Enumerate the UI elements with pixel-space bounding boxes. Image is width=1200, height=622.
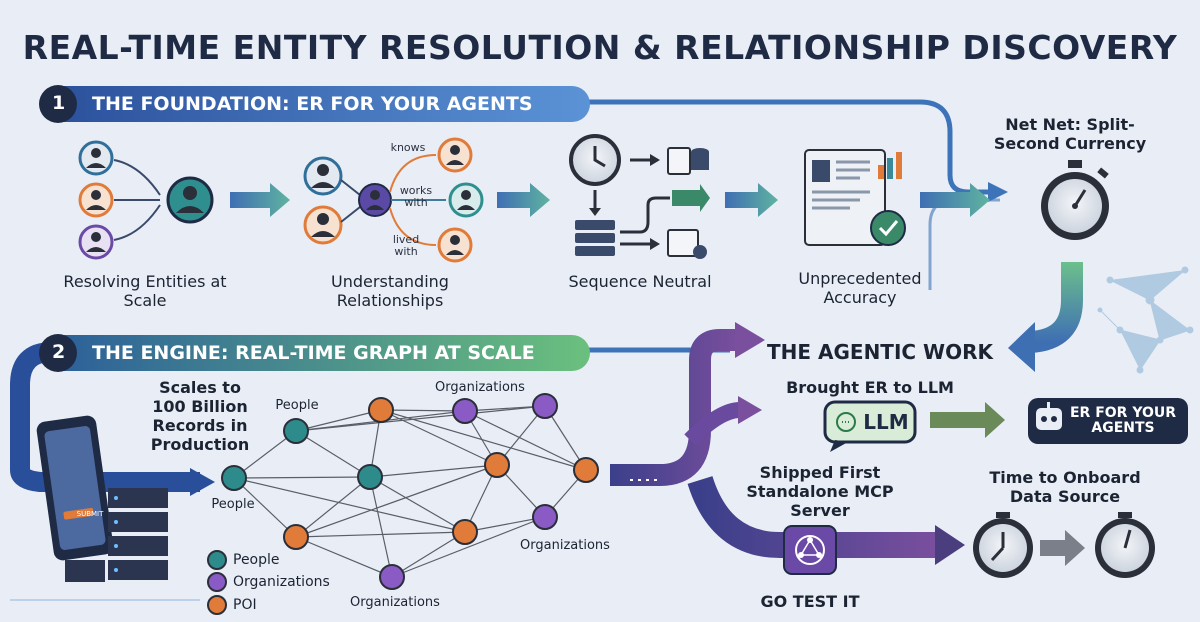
- step-sequence-neutral: Sequence Neutral: [568, 272, 712, 291]
- foundation-banner-graphic: [39, 85, 1008, 202]
- page-title: REAL-TIME ENTITY RESOLUTION & RELATIONSH…: [22, 28, 1178, 67]
- stopwatch-icon: [1041, 160, 1109, 240]
- person-icon-1: [78, 140, 114, 176]
- person-icon-2: [78, 182, 114, 218]
- person-icon-3: [78, 224, 114, 260]
- onboard-clocks: [973, 512, 1155, 578]
- graph-label-people-top: People: [275, 398, 319, 413]
- brought-er-label: Brought ER to LLM: [786, 378, 954, 397]
- legend-people: People: [207, 550, 280, 570]
- llm-label: LLM: [863, 410, 909, 434]
- resolving-entities-icon: [78, 140, 214, 260]
- edge-label-lived-with: lived with: [392, 233, 420, 258]
- agentic-heading: THE AGENTIC WORK: [767, 340, 993, 364]
- legend-organizations: Organizations: [207, 572, 330, 592]
- go-test-it-label: GO TEST IT: [760, 592, 860, 611]
- legend-organizations-swatch: [207, 572, 227, 592]
- er-agents-box: [1028, 398, 1188, 444]
- robot-icon: [1036, 402, 1062, 430]
- llm-arrow: [930, 402, 1005, 438]
- down-arrow: [1028, 262, 1083, 353]
- step-unprecedented-accuracy: Unprecedented Accuracy: [798, 269, 922, 307]
- step-understanding-relationships: Understanding Relationships: [331, 272, 449, 310]
- graph-label-organizations-top: Organizations: [435, 380, 525, 395]
- legend-poi: POI: [207, 595, 257, 615]
- agentic-flows: [610, 322, 965, 565]
- step-resolving-entities: Resolving Entities at Scale: [63, 272, 227, 310]
- er-agents-label: ER FOR YOUR AGENTS: [1069, 405, 1177, 436]
- llm-bubble: [823, 400, 917, 452]
- graph-label-people-left: People: [211, 497, 255, 512]
- section1-number: 1: [52, 92, 66, 114]
- legend-poi-swatch: [207, 595, 227, 615]
- flow-arrow-1: [230, 183, 290, 217]
- entity-graph: [221, 393, 599, 590]
- section1-heading: THE FOUNDATION: ER FOR YOUR AGENTS: [92, 93, 533, 115]
- time-to-onboard-label: Time to Onboard Data Source: [989, 468, 1141, 506]
- phone-server-illustration: [10, 415, 215, 601]
- edge-label-works-with: works with: [399, 184, 433, 209]
- network-decoration: [1097, 266, 1194, 374]
- relationships-icon: [303, 137, 484, 263]
- sequence-neutral-icon: [569, 134, 710, 259]
- scale-text: Scales to 100 Billion Records in Product…: [150, 378, 250, 454]
- net-net-label: Net Net: Split-Second Currency: [993, 115, 1147, 153]
- mcp-server-icon: [783, 525, 837, 575]
- accuracy-icon: [804, 149, 906, 246]
- legend-people-swatch: [207, 550, 227, 570]
- section2-heading: THE ENGINE: REAL-TIME GRAPH AT SCALE: [92, 342, 535, 364]
- flow-arrow-2: [497, 183, 550, 217]
- graph-label-organizations-right: Organizations: [520, 538, 610, 553]
- flow-arrow-4: [920, 183, 990, 217]
- edge-label-knows: knows: [390, 141, 426, 154]
- section2-number: 2: [52, 341, 66, 363]
- flow-arrow-3: [725, 183, 778, 217]
- phone-submit-label: SUBMIT: [76, 510, 104, 518]
- graph-label-organizations-bottom: Organizations: [350, 595, 440, 610]
- mcp-server-label: Shipped First Standalone MCP Server: [746, 463, 894, 520]
